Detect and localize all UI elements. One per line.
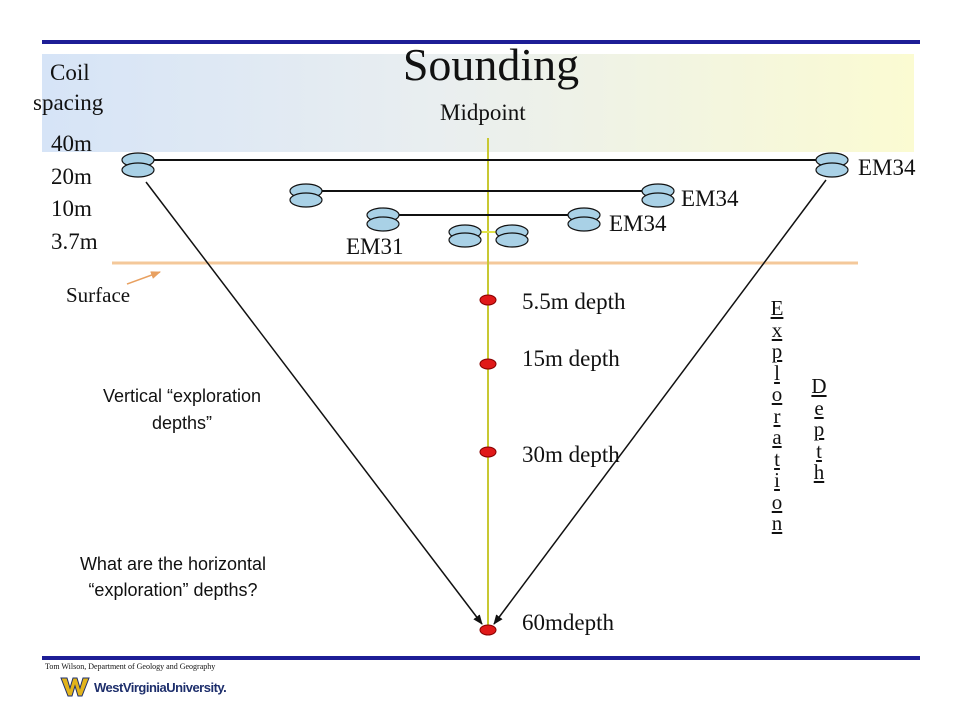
depth-label-15m: 15m depth: [522, 346, 620, 371]
exploration-letter: t: [774, 446, 780, 471]
vertical-note-line1: Vertical “exploration: [102, 386, 262, 406]
depth-marker-15m: [479, 358, 497, 370]
horizontal-question-line2: “exploration” depths?: [88, 580, 258, 600]
spacing-10m: 10m: [51, 196, 92, 221]
exploration-letter: o: [771, 382, 783, 406]
exploration-letter: p: [771, 339, 783, 363]
spacing-40m: 40m: [51, 131, 92, 156]
coil-3-7m-right: [495, 224, 529, 248]
em34-middle-label: EM34: [681, 186, 739, 211]
wvu-logo-icon: [60, 677, 90, 697]
exploration-letter: x: [771, 317, 783, 342]
coil-20m-left: [289, 183, 323, 208]
exploration-letter: E: [770, 296, 784, 320]
vertical-note-line2: depths”: [151, 413, 213, 433]
depth-marker-30m: [479, 446, 497, 458]
exploration-letter: o: [771, 489, 783, 514]
depth-letter: t: [816, 438, 822, 463]
em34-top-label: EM34: [858, 155, 916, 180]
depth-label-60m: 60mdepth: [522, 610, 614, 635]
em31-label: EM31: [346, 234, 404, 259]
coil-spacing-label-line1: Coil: [50, 60, 90, 85]
footer-credit: Tom Wilson, Department of Geology and Ge…: [45, 662, 216, 671]
exploration-letter: n: [771, 511, 783, 535]
surface-label: Surface: [66, 283, 131, 307]
footer-logo-text: WestVirginiaUniversity.: [94, 680, 227, 695]
depth-letter: p: [813, 417, 825, 441]
depth-letter: e: [814, 395, 824, 420]
depth-letter: h: [813, 460, 825, 484]
exploration-letter: a: [772, 425, 782, 449]
em34-lower-label: EM34: [609, 211, 667, 236]
depth-marker-60m: [479, 624, 497, 636]
bottom-rule: [42, 656, 920, 660]
depth-label-5-5m: 5.5m depth: [522, 289, 626, 314]
ray-left: [145, 181, 483, 625]
top-rule: [42, 40, 920, 44]
ray-right: [493, 179, 827, 625]
horizontal-question-line1: What are the horizontal: [79, 554, 267, 574]
coil-10m-right: [567, 207, 601, 232]
coil-3-7m-left: [448, 224, 482, 248]
spacing-20m: 20m: [51, 164, 92, 189]
exploration-letter: l: [774, 360, 780, 385]
coil-40m-right: [815, 152, 849, 178]
title-band: [42, 54, 914, 152]
coil-40m-left: [121, 152, 155, 178]
midpoint-label: Midpoint: [440, 100, 526, 125]
exploration-letter: r: [773, 403, 781, 428]
coil-10m-left: [366, 207, 400, 232]
exploration-letter: i: [774, 468, 780, 492]
coil-spacing-label-line2: spacing: [33, 90, 104, 115]
coil-20m-right: [641, 183, 675, 208]
depth-letter: D: [811, 374, 827, 398]
slide-title: Sounding: [402, 39, 580, 90]
surface-arrow: [126, 271, 161, 285]
spacing-3-7m: 3.7m: [51, 229, 98, 254]
depth-label-30m: 30m depth: [522, 442, 620, 467]
depth-marker-5-5m: [479, 294, 497, 306]
